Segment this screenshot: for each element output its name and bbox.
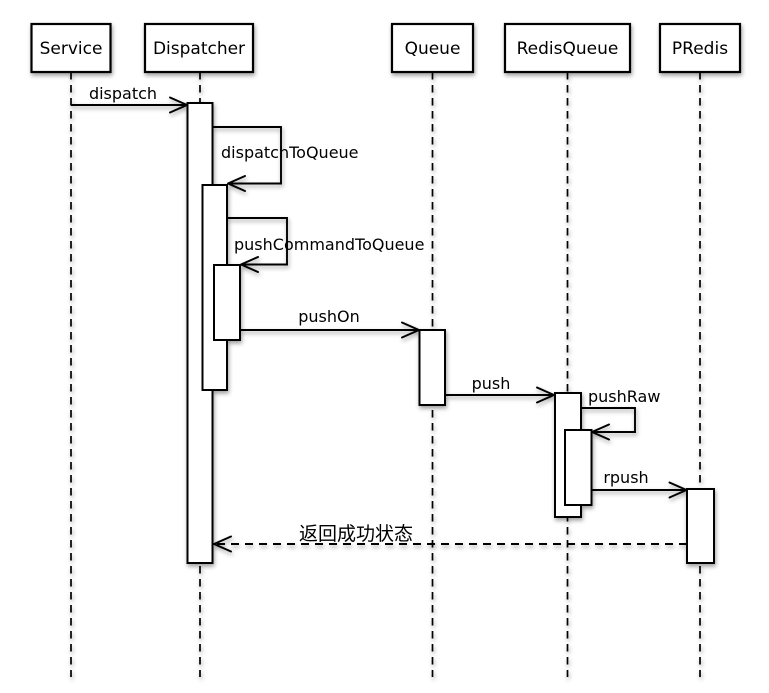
participant-label-predis: PRedis: [672, 39, 728, 59]
activation-redisqueue-2: [564, 429, 593, 506]
participant-label-service: Service: [40, 39, 103, 59]
activation-dispatcher-3: [213, 264, 241, 341]
participant-box-redisqueue: [503, 22, 632, 74]
participant-label-dispatcher: Dispatcher: [153, 39, 245, 59]
participant-box-service: [30, 22, 112, 74]
message-label-dispatch: dispatch: [89, 84, 157, 103]
message-label-pushon: pushOn: [298, 307, 360, 326]
message-loop-pushcommandtoqueue: [227, 217, 288, 266]
message-label-push: push: [472, 374, 511, 393]
participant-label-redisqueue: RedisQueue: [517, 39, 619, 59]
message-loop-pushraw: [581, 407, 636, 433]
message-label-pushraw: pushRaw: [588, 387, 660, 406]
diagram-shapes: [30, 22, 742, 677]
message-loop-dispatchtoqueue: [212, 126, 282, 185]
arrowhead-dispatchtoqueue: [227, 175, 246, 192]
arrowhead-return: [213, 535, 232, 553]
participant-label-queue: Queue: [405, 39, 461, 59]
participant-box-queue: [390, 22, 475, 74]
activation-predis: [686, 488, 715, 564]
participant-box-dispatcher: [143, 22, 255, 74]
activation-queue: [418, 329, 446, 406]
message-label-pushcommandtoqueue: pushCommandToQueue: [234, 235, 424, 254]
diagram-labels: Service Dispatcher Queue RedisQueue PRed…: [40, 39, 729, 545]
participant-box-predis: [658, 22, 742, 74]
message-label-dispatchtoqueue: dispatchToQueue: [221, 143, 359, 162]
message-label-rpush: rpush: [603, 468, 648, 487]
message-label-return-status: 返回成功状态: [299, 523, 413, 545]
